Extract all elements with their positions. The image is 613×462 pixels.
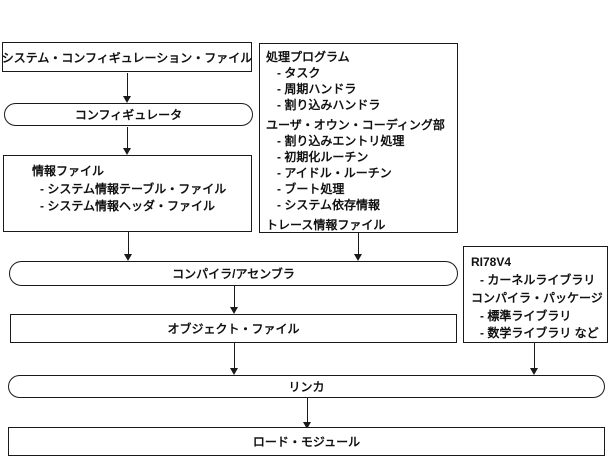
information-file-title: 情報ファイル [32, 164, 105, 178]
object-file-label: オブジェクト・ファイル [167, 322, 300, 336]
list-item: - 割り込みエントリ処理 [277, 134, 405, 148]
configurator-box: コンフィギュレータ [4, 103, 253, 126]
list-item: - システム情報テーブル・ファイル [40, 181, 227, 196]
linker-label: リンカ [288, 380, 325, 394]
arrow-head-icon [230, 307, 238, 314]
list-item: - タスク [277, 66, 321, 80]
arrow-shaft [128, 232, 129, 255]
arrow-compiler-to-objectfile-icon [230, 286, 239, 314]
arrow-objectfile-to-linker-icon [230, 343, 239, 375]
ri78v4-title: RI78V4 [471, 255, 512, 269]
processing-program-box: 処理プログラム - タスク - 周期ハンドラ - 割り込みハンドラ ユーザ・オウ… [259, 43, 458, 233]
list-item: - 初期化ルーチン [277, 150, 369, 164]
compiler-assembler-label: コンパイラ/アセンブラ [172, 267, 295, 281]
arrow-head-icon [123, 148, 131, 155]
arrow-program-to-compiler-icon [354, 233, 363, 261]
arrow-shaft [127, 127, 128, 149]
arrow-configfile-to-configurator-icon [123, 73, 132, 103]
arrow-shaft [358, 233, 359, 255]
load-module-box: ロード・モジュール [8, 427, 605, 456]
list-item: - システム依存情報 [277, 198, 380, 212]
arrow-linker-to-loadmodule-icon [303, 398, 312, 429]
list-item: - アイドル・ルーチン [277, 166, 392, 180]
list-item: - 割り込みハンドラ [277, 98, 381, 112]
arrow-shaft [234, 286, 235, 308]
object-file-box: オブジェクト・ファイル [10, 314, 457, 343]
arrow-libraries-to-linker-icon [530, 343, 539, 375]
list-item: - カーネルライブラリ [480, 272, 596, 287]
information-file-box: 情報ファイル - システム情報テーブル・ファイル - システム情報ヘッダ・ファイ… [3, 155, 252, 232]
list-item: - 周期ハンドラ [277, 82, 357, 96]
compiler-package-title: コンパイラ・パッケージ [471, 291, 603, 305]
trace-info-file-title: トレース情報ファイル [266, 218, 386, 232]
arrow-shaft [307, 398, 308, 423]
arrow-shaft [534, 343, 535, 369]
compiler-assembler-box: コンパイラ/アセンブラ [9, 261, 458, 286]
arrow-head-icon [123, 96, 131, 103]
arrow-shaft [234, 343, 235, 369]
user-own-coding-title: ユーザ・オウン・コーディング部 [266, 118, 445, 132]
list-item: - 標準ライブラリ [480, 308, 572, 323]
list-item: - ブート処理 [277, 182, 345, 196]
arrow-shaft [127, 73, 128, 97]
arrow-infofile-to-compiler-icon [124, 232, 133, 261]
arrow-configurator-to-infofile-icon [123, 127, 132, 155]
list-item: - システム情報ヘッダ・ファイル [40, 199, 215, 213]
processing-program-title: 処理プログラム [266, 50, 350, 64]
linker-box: リンカ [8, 375, 605, 398]
arrow-head-icon [354, 254, 362, 261]
ri78v4-box: RI78V4 - カーネルライブラリ コンパイラ・パッケージ - 標準ライブラリ… [463, 246, 608, 343]
arrow-head-icon [303, 422, 311, 429]
system-configuration-file-label: システム・コンフィギュレーション・ファイル [1, 50, 253, 65]
arrow-head-icon [124, 254, 132, 261]
configurator-label: コンフィギュレータ [74, 108, 183, 122]
arrow-head-icon [530, 368, 538, 375]
load-module-label: ロード・モジュール [252, 435, 361, 449]
list-item: - 数学ライブラリ など [480, 326, 599, 340]
system-configuration-file-box: システム・コンフィギュレーション・ファイル [2, 42, 252, 72]
arrow-head-icon [230, 368, 238, 375]
